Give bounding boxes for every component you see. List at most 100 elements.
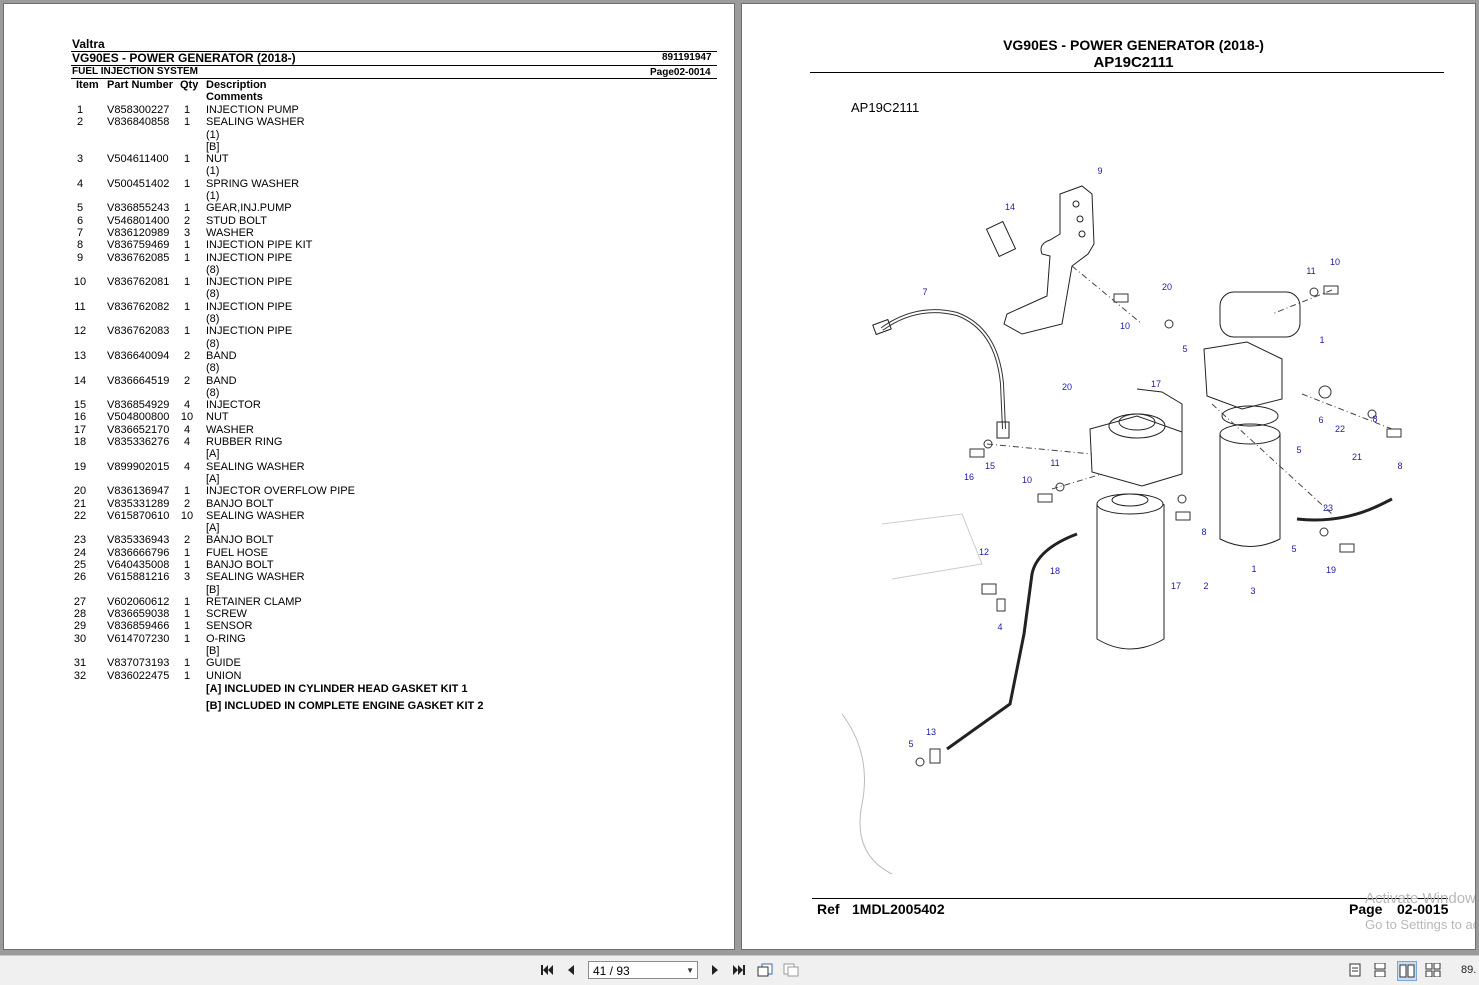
next-page-icon[interactable]: [706, 961, 724, 979]
callout-number: 9: [1097, 166, 1102, 176]
part-number: V836659038: [107, 608, 170, 621]
quantity: 4: [183, 436, 191, 449]
description: INJECTION PIPE: [206, 300, 293, 313]
item-number: 22: [73, 509, 87, 522]
part-number: V836762082: [107, 300, 170, 313]
quantity: 1: [183, 104, 191, 116]
quantity: 4: [183, 423, 191, 436]
first-page-icon[interactable]: [538, 961, 556, 979]
part-number: V835336943: [107, 534, 170, 547]
parts-list-page: Valtra VG90ES - POWER GENERATOR (2018-) …: [4, 4, 734, 949]
description: INJECTION PIPE KIT: [206, 239, 313, 252]
last-page-icon[interactable]: [730, 961, 748, 979]
callout-number: 6: [1318, 415, 1323, 425]
row-comment: (8): [206, 362, 220, 375]
quantity: 1: [183, 632, 191, 645]
row-comment: [B]: [206, 140, 220, 153]
item-number: 2: [76, 116, 84, 129]
filter-head-left: [1089, 415, 1183, 487]
continuous-icon[interactable]: [1371, 961, 1389, 979]
item-number: 29: [73, 620, 87, 633]
quantity: 3: [183, 226, 191, 239]
callout-number: 17: [1151, 379, 1161, 389]
item-number: 23: [73, 534, 87, 547]
description: BANJO BOLT: [206, 558, 274, 571]
filter-bowl-right: [1219, 434, 1281, 547]
description: INJECTOR: [206, 399, 261, 412]
model-title: VG90ES - POWER GENERATOR (2018-): [72, 51, 296, 65]
quantity: 1: [183, 300, 191, 313]
quantity: 3: [183, 571, 191, 584]
footer-page-label: Page: [1349, 901, 1383, 917]
item-number: 9: [76, 251, 84, 264]
col-item-header: Item: [76, 79, 99, 91]
divider: [810, 72, 1444, 73]
description: INJECTOR OVERFLOW PIPE: [206, 485, 355, 498]
row-comment: [B]: [206, 583, 220, 596]
item-number: 14: [73, 374, 87, 387]
row-comment: [A]: [206, 448, 220, 461]
callout-number: 10: [1330, 257, 1340, 267]
single-page-icon[interactable]: [1346, 961, 1364, 979]
description: BANJO BOLT: [206, 497, 274, 510]
description: INJECTION PUMP: [206, 104, 299, 116]
part-number: V835331289: [107, 497, 170, 510]
continuous-facing-icon[interactable]: [1424, 961, 1442, 979]
description: STUD BOLT: [206, 214, 267, 227]
row-comment: (8): [206, 263, 220, 276]
description: INJECTION PIPE: [206, 325, 293, 338]
row-comment: (8): [206, 337, 220, 350]
previous-view-icon[interactable]: [756, 961, 774, 979]
part-number: V836759469: [107, 239, 170, 252]
row-comment: [A]: [206, 472, 220, 485]
part-number: V640435008: [107, 558, 170, 571]
quantity: 4: [183, 399, 191, 412]
part-number: V837073193: [107, 657, 170, 670]
item-number: 21: [73, 497, 87, 510]
prev-page-icon[interactable]: [562, 961, 580, 979]
part-number: V899902015: [107, 460, 170, 473]
description: BAND: [206, 349, 237, 362]
callout-number: 20: [1062, 382, 1072, 392]
callout-number: 12: [979, 547, 989, 557]
diagram-page-subtitle: AP19C2111: [1093, 54, 1174, 71]
part-number: V836762085: [107, 251, 170, 264]
quantity: 4: [183, 460, 191, 473]
zoom-level[interactable]: 89.: [1461, 964, 1477, 976]
part-number: V836120989: [107, 226, 170, 239]
quantity: 1: [183, 276, 191, 289]
page-number-field[interactable]: 41 / 93 ▼: [588, 961, 698, 979]
activate-windows-title: Activate Windows: [1365, 890, 1475, 907]
callout-number: 19: [1326, 565, 1336, 575]
part-number: V836652170: [107, 423, 170, 436]
chevron-down-icon[interactable]: ▼: [686, 966, 694, 975]
item-number: 32: [73, 669, 87, 682]
facing-icon[interactable]: [1397, 961, 1417, 981]
quantity: 1: [183, 608, 191, 621]
callout-number: 16: [964, 472, 974, 482]
quantity: 10: [180, 509, 194, 522]
item-number: 17: [73, 423, 87, 436]
col-part-header: Part Number: [107, 79, 174, 91]
description: O-RING: [206, 632, 246, 645]
part-number: V836840858: [107, 116, 170, 129]
next-view-icon[interactable]: [782, 961, 800, 979]
callout-number: 11: [1050, 458, 1059, 468]
description: BANJO BOLT: [206, 534, 274, 547]
description: SEALING WASHER: [206, 116, 305, 129]
